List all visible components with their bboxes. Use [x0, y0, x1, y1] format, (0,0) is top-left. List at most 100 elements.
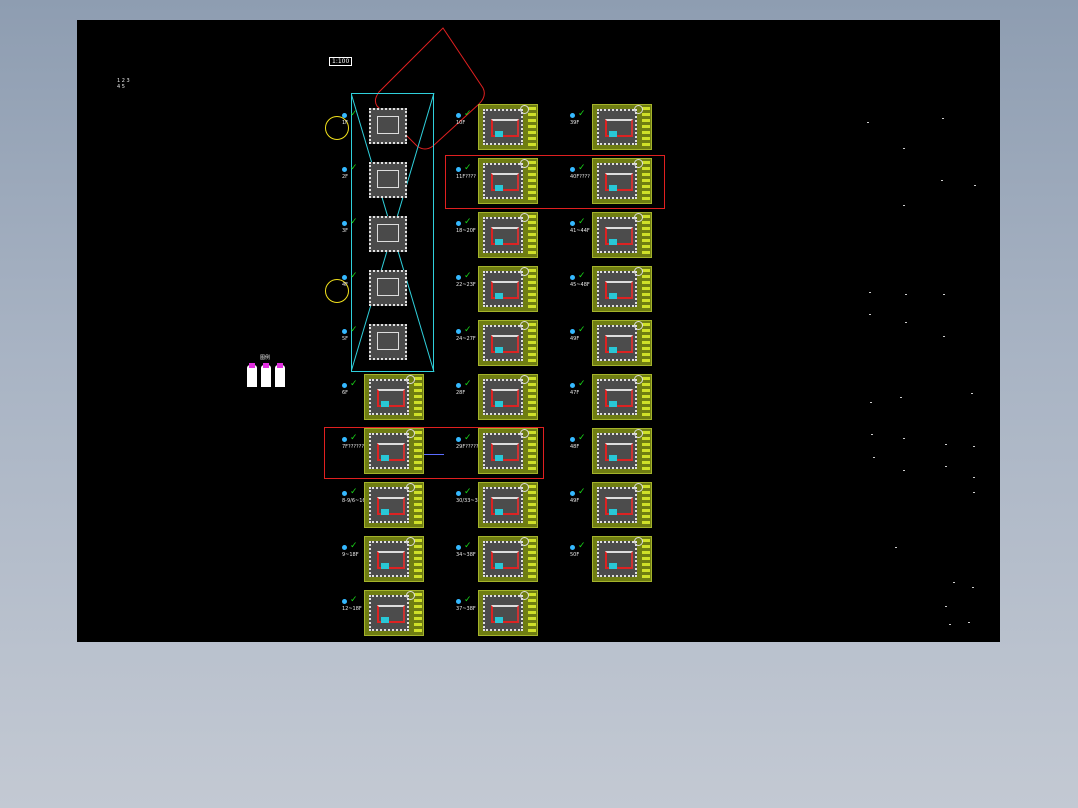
- checkmark-icon: ✓: [464, 325, 472, 335]
- drawing-sheet[interactable]: [478, 266, 538, 312]
- checkmark-icon: ✓: [350, 379, 358, 389]
- checkmark-icon: ✓: [464, 271, 472, 281]
- floor-plan-thumbnail[interactable]: [369, 270, 407, 306]
- floor-plan: [597, 271, 637, 307]
- sheet-label: 9~18F: [342, 552, 359, 558]
- link-line: [410, 454, 444, 455]
- drawing-sheet[interactable]: [364, 428, 424, 474]
- checkmark-icon: ✓: [578, 541, 586, 551]
- drawing-sheet[interactable]: [592, 212, 652, 258]
- checkmark-icon: ✓: [578, 379, 586, 389]
- drawing-sheet[interactable]: [592, 482, 652, 528]
- title-block: [528, 323, 536, 363]
- title-block: [414, 485, 422, 525]
- title-block: [642, 269, 650, 309]
- annotation-speck: [871, 434, 873, 435]
- checkmark-icon: ✓: [350, 271, 358, 281]
- sheet-label: 37~38F: [456, 606, 476, 612]
- layer-bullet-icon: [342, 275, 347, 280]
- floor-plan: [483, 163, 523, 199]
- drawing-sheet[interactable]: [592, 104, 652, 150]
- annotation-speck: [869, 292, 871, 293]
- drawing-sheet[interactable]: [592, 374, 652, 420]
- floor-plan-thumbnail[interactable]: [369, 324, 407, 360]
- annotation-speck: [973, 492, 975, 493]
- sheet-label: 11F????: [456, 174, 476, 180]
- drawing-sheet[interactable]: [364, 590, 424, 636]
- floor-plan: [483, 379, 523, 415]
- layer-bullet-icon: [570, 275, 575, 280]
- drawing-sheet[interactable]: [592, 428, 652, 474]
- layer-bullet-icon: [342, 167, 347, 172]
- annotation-speck: [973, 477, 975, 478]
- floor-plan: [483, 217, 523, 253]
- sheet-label: 49F: [570, 336, 580, 342]
- drawing-sheet[interactable]: [478, 104, 538, 150]
- floor-plan-thumbnail[interactable]: [369, 162, 407, 198]
- north-arrow-icon: [406, 483, 415, 492]
- layer-bullet-icon: [570, 167, 575, 172]
- sheet-label: 39F: [570, 120, 580, 126]
- drawing-sheet[interactable]: [478, 320, 538, 366]
- layer-bullet-icon: [570, 437, 575, 442]
- north-arrow-icon: [520, 321, 529, 330]
- layer-bullet-icon: [570, 113, 575, 118]
- drawing-sheet[interactable]: [364, 482, 424, 528]
- floor-plan: [597, 487, 637, 523]
- drawing-sheet[interactable]: [592, 266, 652, 312]
- drawing-sheet[interactable]: [478, 536, 538, 582]
- north-arrow-icon: [634, 105, 643, 114]
- sheet-label: 29F??????: [456, 444, 482, 450]
- north-arrow-icon: [634, 483, 643, 492]
- scale-tag: 1:100: [329, 57, 353, 66]
- north-arrow-icon: [406, 429, 415, 438]
- drawing-sheet[interactable]: [478, 482, 538, 528]
- drawing-sheet[interactable]: [592, 536, 652, 582]
- layer-bullet-icon: [342, 329, 347, 334]
- floor-plan: [369, 379, 409, 415]
- title-block: [528, 485, 536, 525]
- yellow-circle-marker: [325, 279, 349, 303]
- sheet-label: 40F????: [570, 174, 590, 180]
- drawing-sheet[interactable]: [478, 590, 538, 636]
- sheet-label: 5F: [342, 336, 349, 342]
- red-rotated-outline: [374, 27, 485, 150]
- drawing-sheet[interactable]: [478, 374, 538, 420]
- north-arrow-icon: [520, 267, 529, 276]
- layer-bullet-icon: [456, 383, 461, 388]
- north-arrow-icon: [520, 105, 529, 114]
- annotation-speck: [943, 336, 945, 337]
- title-block: [642, 377, 650, 417]
- drawing-sheet[interactable]: [364, 374, 424, 420]
- floor-plan-thumbnail[interactable]: [369, 108, 407, 144]
- layer-bullet-icon: [342, 599, 347, 604]
- sheet-label: 49F: [570, 498, 580, 504]
- drawing-sheet[interactable]: [478, 428, 538, 474]
- layer-bullet-icon: [456, 491, 461, 496]
- annotation-speck: [870, 402, 872, 403]
- title-block: [528, 215, 536, 255]
- title-block: [528, 107, 536, 147]
- legend-cylinders: [247, 363, 287, 389]
- floor-plan: [369, 541, 409, 577]
- annotation-speck: [945, 444, 947, 445]
- layer-bullet-icon: [456, 275, 461, 280]
- annotation-speck: [905, 294, 907, 295]
- drawing-sheet[interactable]: [592, 158, 652, 204]
- north-arrow-icon: [406, 375, 415, 384]
- floor-plan: [369, 433, 409, 469]
- drawing-sheet[interactable]: [592, 320, 652, 366]
- drawing-sheet[interactable]: [478, 158, 538, 204]
- drawing-sheet[interactable]: [364, 536, 424, 582]
- floor-plan: [597, 217, 637, 253]
- layer-bullet-icon: [342, 113, 347, 118]
- north-arrow-icon: [634, 321, 643, 330]
- floor-plan-thumbnail[interactable]: [369, 216, 407, 252]
- north-arrow-icon: [634, 375, 643, 384]
- checkmark-icon: ✓: [350, 487, 358, 497]
- cad-drawing-canvas[interactable]: 1 2 3 4 5 1:100 图例 ✓1F✓2F✓3F✓4F✓5F✓6F✓7F…: [77, 20, 1000, 642]
- drawing-sheet[interactable]: [478, 212, 538, 258]
- sheet-label: 45~48F: [570, 282, 590, 288]
- checkmark-icon: ✓: [578, 433, 586, 443]
- checkmark-icon: ✓: [578, 217, 586, 227]
